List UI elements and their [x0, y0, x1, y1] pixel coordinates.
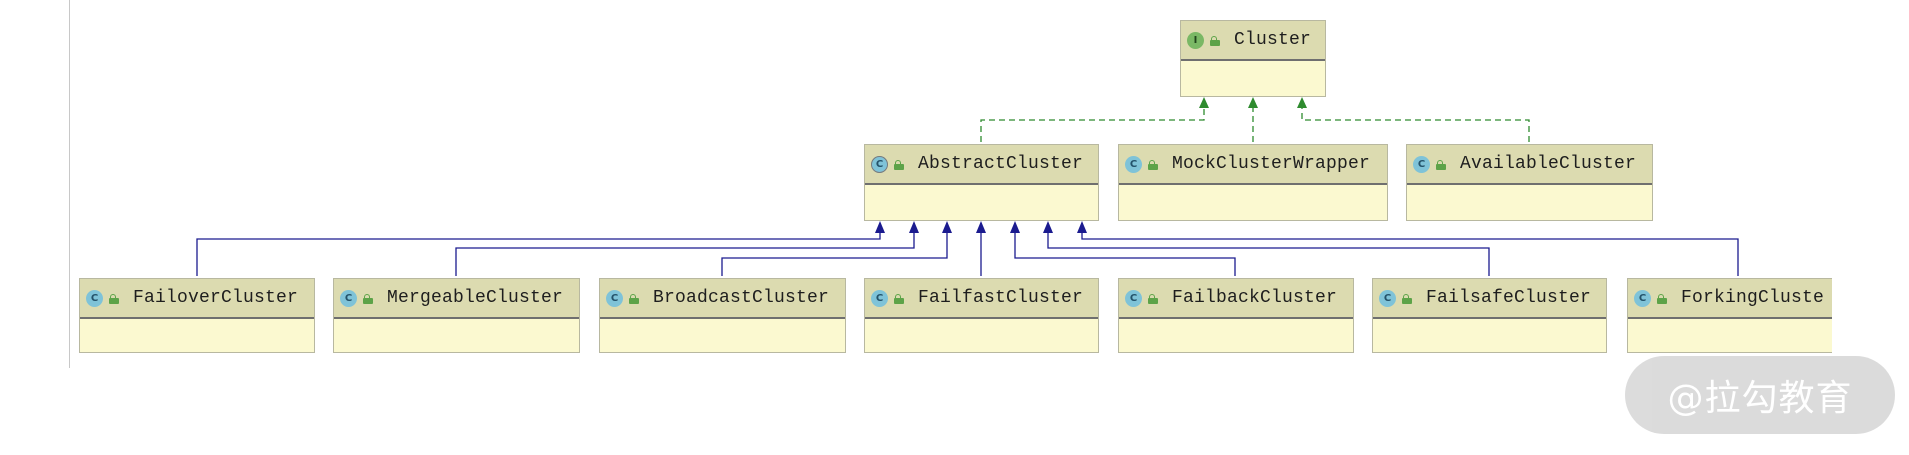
extends-edges: [196, 229, 1739, 276]
public-lock-icon: [1148, 293, 1158, 304]
arrowhead: [1010, 221, 1020, 233]
watermark: @拉勾教育: [1625, 356, 1895, 434]
class-icon: C: [86, 289, 103, 307]
edge-failovercluster-extends: [196, 229, 881, 276]
node-failfastcluster[interactable]: C FailfastCluster: [864, 278, 1099, 353]
arrowhead: [976, 221, 986, 233]
arrowhead: [909, 221, 919, 233]
public-lock-icon: [894, 159, 904, 170]
node-header: C BroadcastCluster: [600, 279, 845, 319]
node-header: C AbstractCluster: [865, 145, 1098, 185]
public-lock-icon: [363, 293, 373, 304]
node-failsafecluster[interactable]: C FailsafeCluster: [1372, 278, 1607, 353]
public-lock-icon: [629, 293, 639, 304]
public-lock-icon: [109, 293, 119, 304]
node-name: FailoverCluster: [133, 288, 299, 308]
node-name: Cluster: [1234, 30, 1312, 50]
node-name: MergeableCluster: [387, 288, 564, 308]
node-name: AvailableCluster: [1460, 154, 1637, 174]
edge-failbackcluster-extends: [1014, 229, 1236, 276]
class-icon: C: [606, 289, 623, 307]
node-broadcastcluster[interactable]: C BroadcastCluster: [599, 278, 846, 353]
class-icon: C: [1379, 289, 1396, 307]
node-header: C FailfastCluster: [865, 279, 1098, 319]
arrowhead: [942, 221, 952, 233]
node-cluster-interface[interactable]: I Cluster: [1180, 20, 1326, 97]
node-header: C AvailableCluster: [1407, 145, 1652, 185]
node-mergeablecluster[interactable]: C MergeableCluster: [333, 278, 580, 353]
arrowhead: [1077, 221, 1087, 233]
node-availablecluster[interactable]: C AvailableCluster: [1406, 144, 1653, 221]
node-forkingcluster[interactable]: C ForkingCluste: [1627, 278, 1832, 353]
arrowhead: [1297, 97, 1307, 108]
edge-forkingcluster-extends: [1081, 229, 1739, 276]
edge-failsafecluster-extends: [1047, 229, 1490, 276]
node-name: MockClusterWrapper: [1172, 154, 1371, 174]
editor-gutter-line: [69, 0, 70, 368]
class-icon: C: [1634, 289, 1651, 307]
arrowhead: [1248, 97, 1258, 108]
node-header: C MockClusterWrapper: [1119, 145, 1387, 185]
edge-abstractcluster-implements-cluster: [980, 104, 1205, 142]
node-header: C ForkingCluste: [1628, 279, 1832, 319]
node-header: C FailoverCluster: [80, 279, 314, 319]
extends-arrowheads: [875, 221, 1087, 233]
node-failbackcluster[interactable]: C FailbackCluster: [1118, 278, 1354, 353]
node-name: FailfastCluster: [918, 288, 1084, 308]
implements-edges: [980, 104, 1530, 142]
interface-icon: I: [1187, 31, 1204, 49]
edge-availablecluster-implements-cluster: [1301, 104, 1530, 142]
node-name: ForkingCluste: [1681, 288, 1825, 308]
abstract-class-icon: C: [871, 155, 888, 173]
arrowhead: [875, 221, 885, 233]
public-lock-icon: [1148, 159, 1158, 170]
edge-broadcastcluster-extends: [721, 229, 948, 276]
class-icon: C: [340, 289, 357, 307]
class-icon: C: [1413, 155, 1430, 173]
class-icon: C: [1125, 289, 1142, 307]
edge-mergeablecluster-extends: [455, 229, 915, 276]
public-lock-icon: [1210, 35, 1220, 46]
node-header: C FailbackCluster: [1119, 279, 1353, 319]
node-failovercluster[interactable]: C FailoverCluster: [79, 278, 315, 353]
node-name: FailbackCluster: [1172, 288, 1338, 308]
public-lock-icon: [1657, 293, 1667, 304]
class-icon: C: [1125, 155, 1142, 173]
node-name: AbstractCluster: [918, 154, 1084, 174]
arrowhead: [1043, 221, 1053, 233]
node-name: BroadcastCluster: [653, 288, 830, 308]
node-header: C FailsafeCluster: [1373, 279, 1606, 319]
node-header: C MergeableCluster: [334, 279, 579, 319]
implements-arrowheads: [1199, 97, 1307, 108]
public-lock-icon: [894, 293, 904, 304]
node-mockclusterwrapper[interactable]: C MockClusterWrapper: [1118, 144, 1388, 221]
node-abstractcluster[interactable]: C AbstractCluster: [864, 144, 1099, 221]
arrowhead: [1199, 97, 1209, 108]
public-lock-icon: [1436, 159, 1446, 170]
node-header: I Cluster: [1181, 21, 1325, 61]
class-icon: C: [871, 289, 888, 307]
node-name: FailsafeCluster: [1426, 288, 1592, 308]
public-lock-icon: [1402, 293, 1412, 304]
